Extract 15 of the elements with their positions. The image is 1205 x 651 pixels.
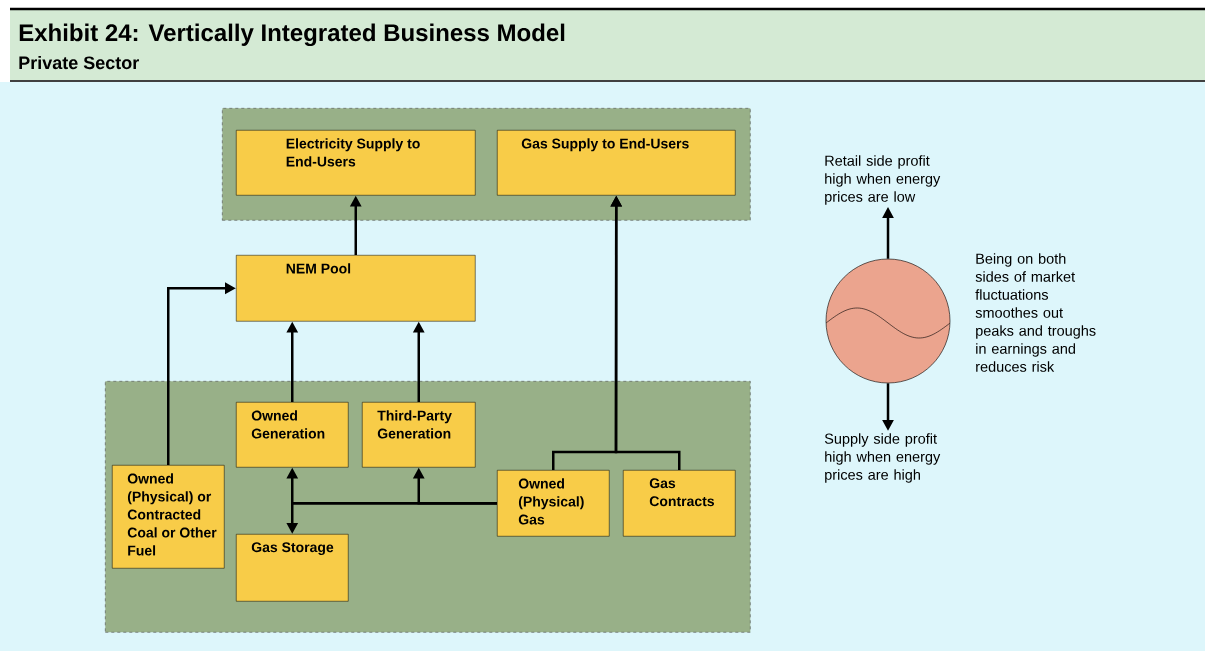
process-box: Owned (Physical) or Contracted Coal or Other Fuel bbox=[112, 465, 225, 569]
process-box: Gas Contracts bbox=[623, 470, 736, 537]
process-box: Owned Generation bbox=[236, 402, 349, 468]
title: Exhibit 24: Vertically Integrated Business Model bbox=[19, 23, 565, 47]
note-text: Being on both sides of market fluctuations smoothes out peaks and troughs in earnings and reduces risk bbox=[975, 253, 1096, 372]
process-box: Third-Party Generation bbox=[362, 402, 476, 468]
process-box: Owned (Physical) Gas bbox=[497, 470, 610, 537]
process-box: Gas Supply to End-Users bbox=[497, 130, 736, 196]
process-box: Electricity Supply to End-Users bbox=[236, 130, 476, 196]
process-box: NEM Pool bbox=[236, 255, 476, 322]
annotation-text: Retail side profit high when energy prices are low bbox=[825, 155, 941, 205]
subtitle: Private Sector bbox=[19, 55, 139, 70]
annotation-text: Supply side profit high when energy prices are high bbox=[824, 433, 941, 483]
wave-circle bbox=[825, 258, 951, 384]
process-box: Gas Storage bbox=[236, 534, 349, 602]
